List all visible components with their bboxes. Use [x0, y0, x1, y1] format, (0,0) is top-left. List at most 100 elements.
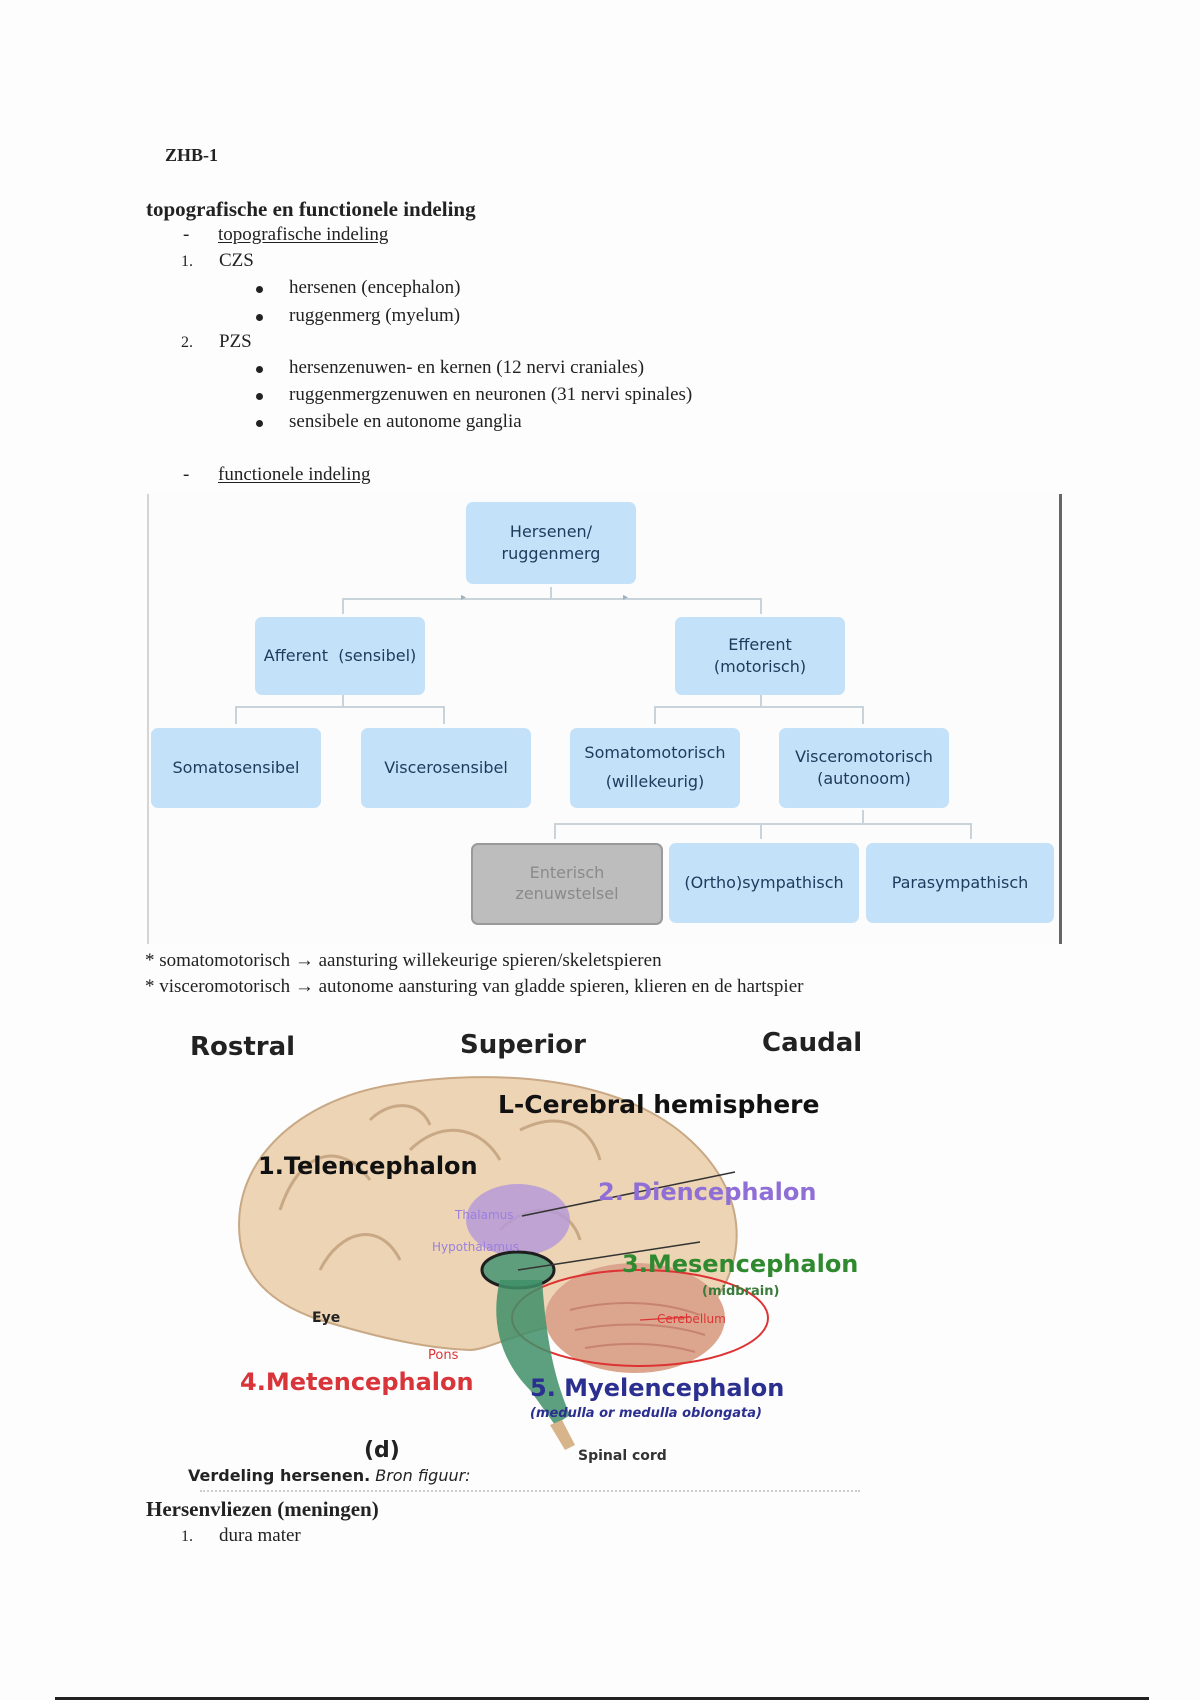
- connector: [550, 587, 552, 599]
- connector: [862, 706, 864, 724]
- connector: [760, 598, 762, 614]
- label-metencephalon: 4.Metencephalon: [240, 1368, 474, 1396]
- node-label: ruggenmerg: [501, 544, 601, 563]
- pointer-line: [639, 1316, 691, 1321]
- node-label: (autonoom): [817, 769, 911, 788]
- node-somatosensibel: Somatosensibel: [151, 728, 321, 808]
- label-rostral: Rostral: [190, 1032, 296, 1062]
- bullet-icon: [256, 420, 263, 427]
- list-item-pzs: 2. PZS: [181, 331, 252, 353]
- node-label: Visceromotorisch: [795, 747, 933, 767]
- note-visceromotorisch: * visceromotorisch → autonome aansturing…: [145, 976, 804, 997]
- list-item-czs: 1. CZS: [181, 250, 254, 272]
- func-heading-row: -functionele indeling: [183, 464, 370, 486]
- connector: [760, 695, 762, 707]
- bullet-text: hersenen (encephalon): [289, 277, 461, 298]
- section-title-indeling: topografische en functionele indeling: [146, 197, 476, 221]
- label-thalamus: Thalamus: [455, 1208, 514, 1222]
- topo-heading: topografische indeling: [218, 224, 389, 245]
- connector: [760, 823, 762, 839]
- bullet-text: hersenzenuwen- en kernen (12 nervi crani…: [289, 357, 645, 378]
- bullet-item: ruggenmerg (myelum): [256, 305, 460, 327]
- connector: [554, 823, 972, 825]
- label-hypothalamus: Hypothalamus: [432, 1240, 519, 1254]
- caption-source: Bron figuur:: [375, 1466, 471, 1485]
- node-label: (willekeurig): [605, 772, 705, 791]
- node-label: Parasympathisch: [891, 872, 1029, 892]
- bullet-icon: [256, 314, 263, 321]
- page-bottom-rule: [55, 1697, 1149, 1700]
- section-title-meningen: Hersenvliezen (meningen): [146, 1497, 379, 1521]
- bullet-text: ruggenmerg (myelum): [289, 305, 461, 326]
- node-afferent: Afferent (sensibel): [255, 617, 425, 695]
- connector: [235, 706, 445, 708]
- list-label: PZS: [219, 331, 252, 352]
- brain-division-figure: Rostral Superior Caudal L-Cerebral hemis…: [170, 1028, 890, 1500]
- bullet-item: sensibele en autonome ganglia: [256, 411, 522, 433]
- list-number: 1.: [181, 1528, 193, 1545]
- bullet-item: hersenen (encephalon): [256, 277, 460, 299]
- caption-title: Verdeling hersenen.: [188, 1466, 371, 1485]
- node-efferent: Efferent (motorisch): [675, 617, 845, 695]
- node-visceromotorisch: Visceromotorisch (autonoom): [779, 728, 949, 808]
- connector: [970, 823, 972, 839]
- document-code: ZHB-1: [165, 145, 219, 165]
- bullet-icon: [256, 393, 263, 400]
- arrow-icon: ▸: [623, 592, 629, 603]
- node-label: Hersenen/: [509, 521, 593, 541]
- spinal-cord-shape: [550, 1420, 575, 1450]
- node-orthosympathisch: (Ortho)sympathisch: [669, 843, 859, 923]
- list-label: CZS: [219, 250, 254, 271]
- node-label: Afferent (sensibel): [263, 645, 417, 665]
- brain-illustration: [238, 1076, 769, 1450]
- bullet-item: ruggenmergzenuwen en neuronen (31 nervi …: [256, 384, 692, 406]
- label-superior: Superior: [460, 1030, 586, 1060]
- gyri-lines: [278, 1104, 602, 1271]
- node-label: Viscerosensibel: [384, 757, 508, 777]
- connector: [235, 706, 237, 724]
- node-label: zenuwstelsel: [515, 884, 619, 903]
- dash-marker: -: [183, 224, 190, 245]
- node-hersenen-ruggenmerg: Hersenen/ruggenmerg: [466, 502, 636, 584]
- list-number: 1.: [181, 253, 193, 270]
- bullet-icon: [256, 366, 263, 373]
- pointer-line: [521, 1171, 736, 1217]
- label-caudal: Caudal: [762, 1028, 863, 1058]
- label-pons: Pons: [428, 1348, 459, 1363]
- connector: [342, 695, 344, 707]
- label-cerebellum: Cerebellum: [657, 1312, 726, 1326]
- node-viscerosensibel: Viscerosensibel: [361, 728, 531, 808]
- connector: [654, 706, 864, 708]
- connector: [342, 598, 344, 614]
- bullet-text: ruggenmergzenuwen en neuronen (31 nervi …: [289, 384, 693, 405]
- label-diencephalon: 2. Diencephalon: [598, 1178, 817, 1206]
- label-telencephalon: 1.Telencephalon: [258, 1152, 478, 1180]
- list-item-dura-mater: 1.dura mater: [181, 1525, 301, 1547]
- node-label: Efferent: [728, 635, 792, 655]
- cerebellum-shape: [545, 1263, 725, 1373]
- connector: [342, 598, 762, 600]
- label-medulla: (medulla or medulla oblongata): [530, 1406, 762, 1421]
- figure-caption: Verdeling hersenen. Bron figuur:: [188, 1466, 471, 1485]
- node-somatomotorisch: Somatomotorisch (willekeurig): [570, 728, 740, 808]
- connector: [443, 706, 445, 724]
- func-heading: functionele indeling: [218, 464, 371, 485]
- node-label: (Ortho)sympathisch: [684, 872, 844, 892]
- node-label: Enterisch: [529, 863, 605, 883]
- bullet-icon: [256, 286, 263, 293]
- arrow-icon: ▸: [461, 592, 467, 603]
- node-label: Somatosensibel: [172, 757, 300, 777]
- label-panel-d: (d): [364, 1438, 400, 1463]
- label-mesencephalon: 3.Mesencephalon: [622, 1250, 859, 1278]
- caption-source-line: [200, 1490, 860, 1492]
- node-label: Somatomotorisch: [584, 743, 726, 763]
- pointer-line: [517, 1241, 701, 1271]
- brainstem-shape: [496, 1280, 570, 1425]
- node-label: (motorisch): [713, 657, 807, 676]
- list-number: 2.: [181, 334, 193, 351]
- thalamus-shape: [466, 1184, 570, 1256]
- connector: [654, 706, 656, 724]
- connector: [554, 823, 556, 839]
- note-somatomotorisch: * somatomotorisch → aansturing willekeur…: [145, 950, 662, 971]
